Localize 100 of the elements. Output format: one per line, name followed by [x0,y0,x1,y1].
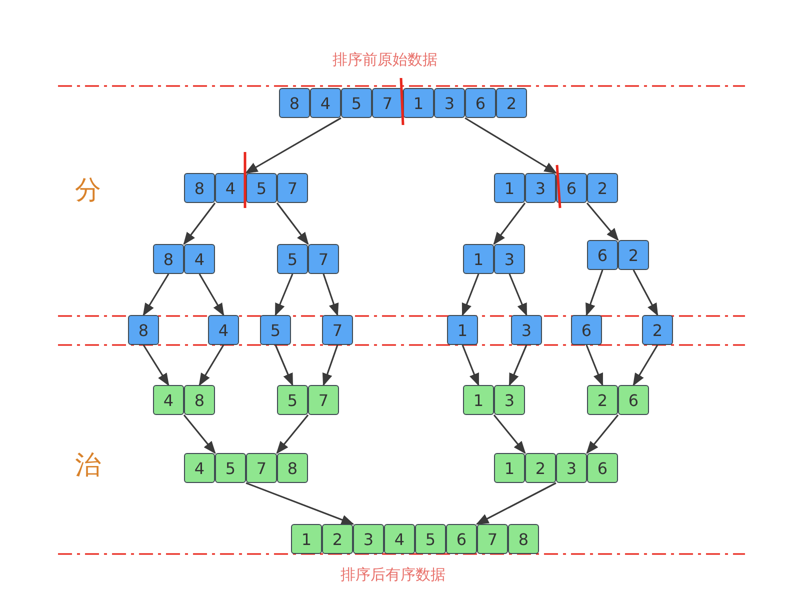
array-cell: 7 [372,88,403,118]
array-cell: 5 [277,244,308,274]
arrow [462,274,480,316]
arrow [183,414,216,454]
arrow [464,117,558,174]
arrow [322,344,338,386]
array-cell: 4 [184,453,215,483]
arrow [198,274,224,316]
arrow [508,274,528,316]
arrow [246,482,354,525]
array-cell: 4 [215,173,246,203]
array-cell: 3 [494,385,525,415]
number-array [277,385,339,415]
array-cell: 2 [322,524,353,554]
number-array [277,244,339,274]
array-cell: 2 [618,240,649,270]
array-cell: 2 [496,88,527,118]
number-array [291,524,539,554]
number-array [494,453,618,483]
number-array [184,453,308,483]
number-array [494,173,618,203]
array-cell: 6 [618,385,649,415]
array-cell: 1 [291,524,322,554]
arrow [183,202,216,246]
section-label: 分 [75,174,101,208]
array-cell: 1 [447,315,478,345]
array-cell: 6 [446,524,477,554]
array-cell: 5 [415,524,446,554]
array-cell: 8 [279,88,310,118]
array-cell: 3 [511,315,542,345]
array-cell: 8 [277,453,308,483]
arrow [632,270,658,316]
array-cell: 7 [308,244,339,274]
array-cell: 1 [463,244,494,274]
arrow [462,344,480,386]
array-cell: 4 [310,88,341,118]
arrow [142,344,170,386]
array-cell: 3 [353,524,384,554]
number-array [463,385,525,415]
array-cell: 5 [260,315,291,345]
array-cell: 4 [384,524,415,554]
array-cell: 6 [465,88,496,118]
array-cell: 7 [246,453,277,483]
arrow [586,270,604,316]
array-cell: 8 [508,524,539,554]
array-cell: 2 [587,173,618,203]
number-array [153,244,215,274]
array-cell: 8 [184,385,215,415]
arrow [508,344,528,386]
number-array [279,88,527,118]
array-cell: 7 [477,524,508,554]
array-cell: 2 [525,453,556,483]
array-cell: 2 [587,385,618,415]
array-cell: 5 [215,453,246,483]
arrow [586,202,619,241]
arrow [274,344,294,386]
array-cell: 4 [153,385,184,415]
array-cell: 1 [494,453,525,483]
array-cell: 1 [463,385,494,415]
array-cell: 4 [208,315,239,345]
array-cell: 2 [642,315,673,345]
array-cell: 3 [434,88,465,118]
number-array [463,244,525,274]
arrow [244,117,342,174]
number-array [184,173,308,203]
arrow [276,414,309,454]
array-cell: 7 [308,385,339,415]
arrow [493,202,526,246]
array-cell: 8 [153,244,184,274]
arrow [198,344,224,386]
number-array [587,240,649,270]
array-cell: 1 [494,173,525,203]
arrow [586,344,604,386]
array-cell: 7 [322,315,353,345]
array-cell: 6 [587,240,618,270]
array-cell: 6 [571,315,602,345]
arrow [274,274,294,316]
array-cell: 8 [184,173,215,203]
array-cell: 6 [587,453,618,483]
array-cell: 7 [277,173,308,203]
number-array [587,385,649,415]
array-cell: 3 [525,173,556,203]
caption-text: 排序前原始数据 [332,50,438,70]
array-cell: 4 [184,244,215,274]
array-cell: 5 [341,88,372,118]
array-cell: 8 [128,315,159,345]
caption-text: 排序后有序数据 [340,566,446,584]
array-cell: 3 [494,244,525,274]
arrow [493,414,526,454]
array-cell: 3 [556,453,587,483]
arrow [276,202,309,246]
array-cell: 1 [403,88,434,118]
array-cell: 5 [277,385,308,415]
number-array [153,385,215,415]
arrow [142,274,170,316]
section-label: 治 [75,450,101,482]
arrow [476,482,556,525]
array-cell: 6 [556,173,587,203]
arrow [322,274,339,316]
arrow [632,344,658,386]
